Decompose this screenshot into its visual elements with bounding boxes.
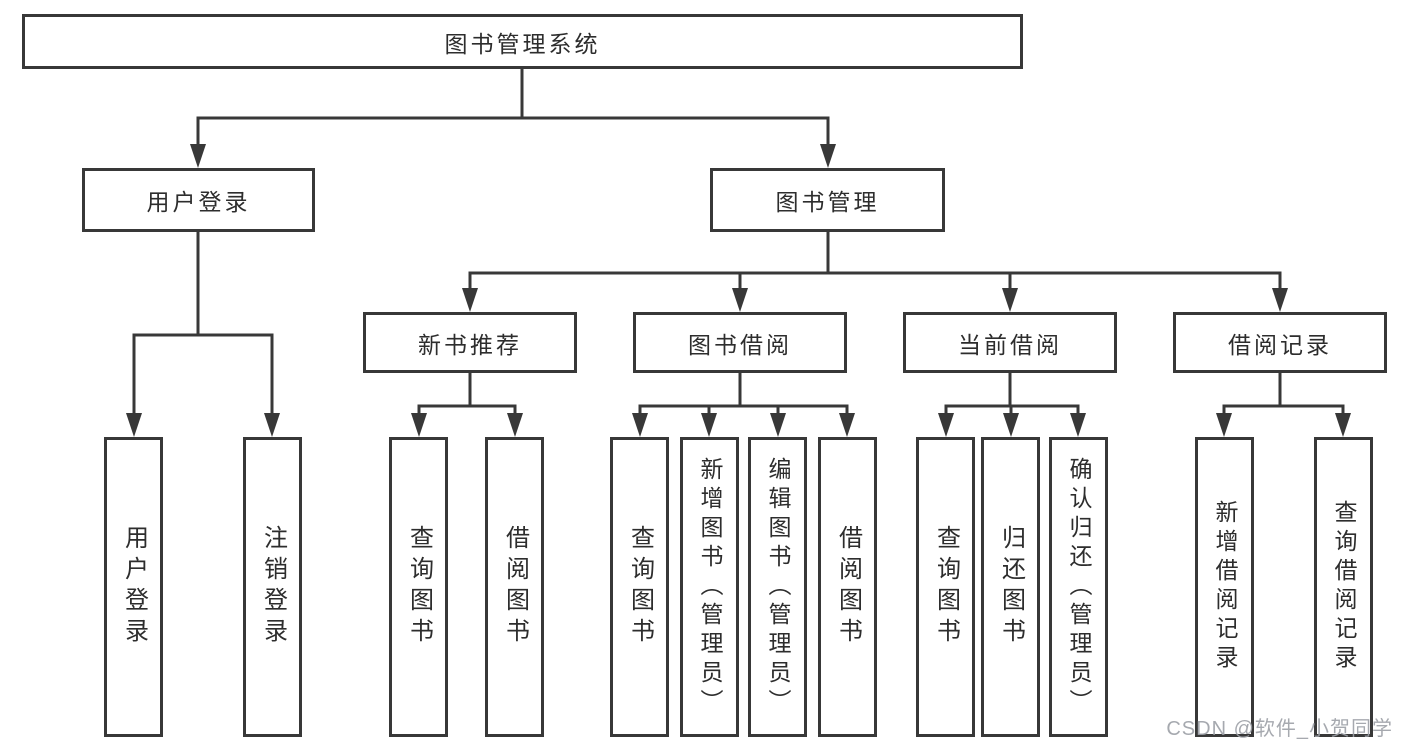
- node-new-book-recommend: 新书推荐: [363, 312, 577, 373]
- leaf-add-book-admin: 新增图书（管理员）: [680, 437, 739, 737]
- leaf-confirm-return-admin: 确认归还（管理员）: [1049, 437, 1108, 737]
- leaf-add-borrow-record: 新增借阅记录: [1195, 437, 1254, 737]
- leaf-logout: 注销登录: [243, 437, 302, 737]
- leaf-query-books-current: 查询图书: [916, 437, 975, 737]
- leaf-borrow-books: 借阅图书: [818, 437, 877, 737]
- node-book-management: 图书管理: [710, 168, 945, 232]
- leaf-return-book: 归还图书: [981, 437, 1040, 737]
- node-book-borrow: 图书借阅: [633, 312, 847, 373]
- leaf-query-books-borrow: 查询图书: [610, 437, 669, 737]
- node-borrow-records: 借阅记录: [1173, 312, 1387, 373]
- csdn-watermark: CSDN @软件_小贺同学: [1166, 718, 1393, 740]
- leaf-borrow-books-recommend: 借阅图书: [485, 437, 544, 737]
- leaf-query-books-recommend: 查询图书: [389, 437, 448, 737]
- leaf-edit-book-admin: 编辑图书（管理员）: [748, 437, 807, 737]
- node-root: 图书管理系统: [22, 14, 1023, 69]
- node-user-login: 用户登录: [82, 168, 315, 232]
- arrowheads: [126, 144, 1351, 437]
- node-current-borrow: 当前借阅: [903, 312, 1117, 373]
- leaf-query-borrow-record: 查询借阅记录: [1314, 437, 1373, 737]
- leaf-user-login: 用户登录: [104, 437, 163, 737]
